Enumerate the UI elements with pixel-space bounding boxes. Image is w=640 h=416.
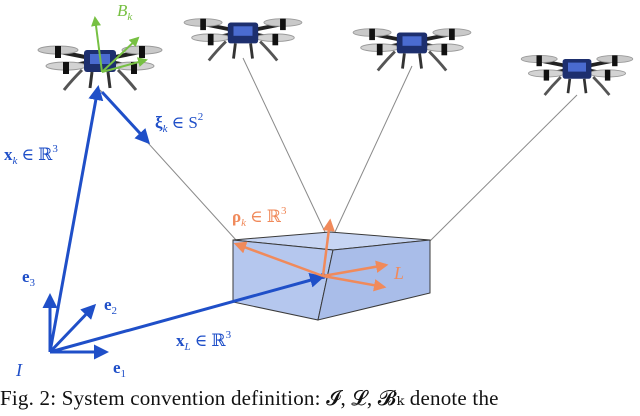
xi-vector	[100, 90, 151, 145]
cable-3	[334, 65, 413, 233]
quadrotor-4	[519, 53, 635, 97]
body-frame-label: Bk	[117, 1, 133, 23]
load-frame-label: L	[393, 263, 404, 283]
figure-caption: Fig. 2: System convention definition: 𝓘,…	[0, 386, 499, 410]
xL-vector	[49, 272, 325, 354]
e2-axis	[48, 303, 97, 354]
xk-vector	[48, 85, 104, 353]
e3-label: e3	[22, 267, 36, 289]
body-frame-axes	[91, 16, 148, 73]
rho-vector	[233, 241, 324, 278]
cable-2	[242, 57, 326, 233]
quadrotor-3	[351, 26, 473, 73]
cables	[99, 57, 578, 242]
rho-label: ρk∈ ℝ3	[232, 205, 287, 229]
xL-label: xL∈ ℝ3	[176, 329, 232, 353]
inertial-frame-label: I	[15, 360, 23, 380]
position-vectors	[42, 85, 325, 360]
cable-4	[429, 94, 578, 242]
e1-label: e1	[113, 358, 126, 380]
e2-label: e2	[104, 295, 117, 317]
quadrotor-2	[182, 16, 304, 63]
xk-label: xk∈ ℝ3	[4, 143, 58, 167]
load-frame-axes	[233, 218, 389, 292]
xi-label: ξk∈ S2	[155, 111, 203, 135]
